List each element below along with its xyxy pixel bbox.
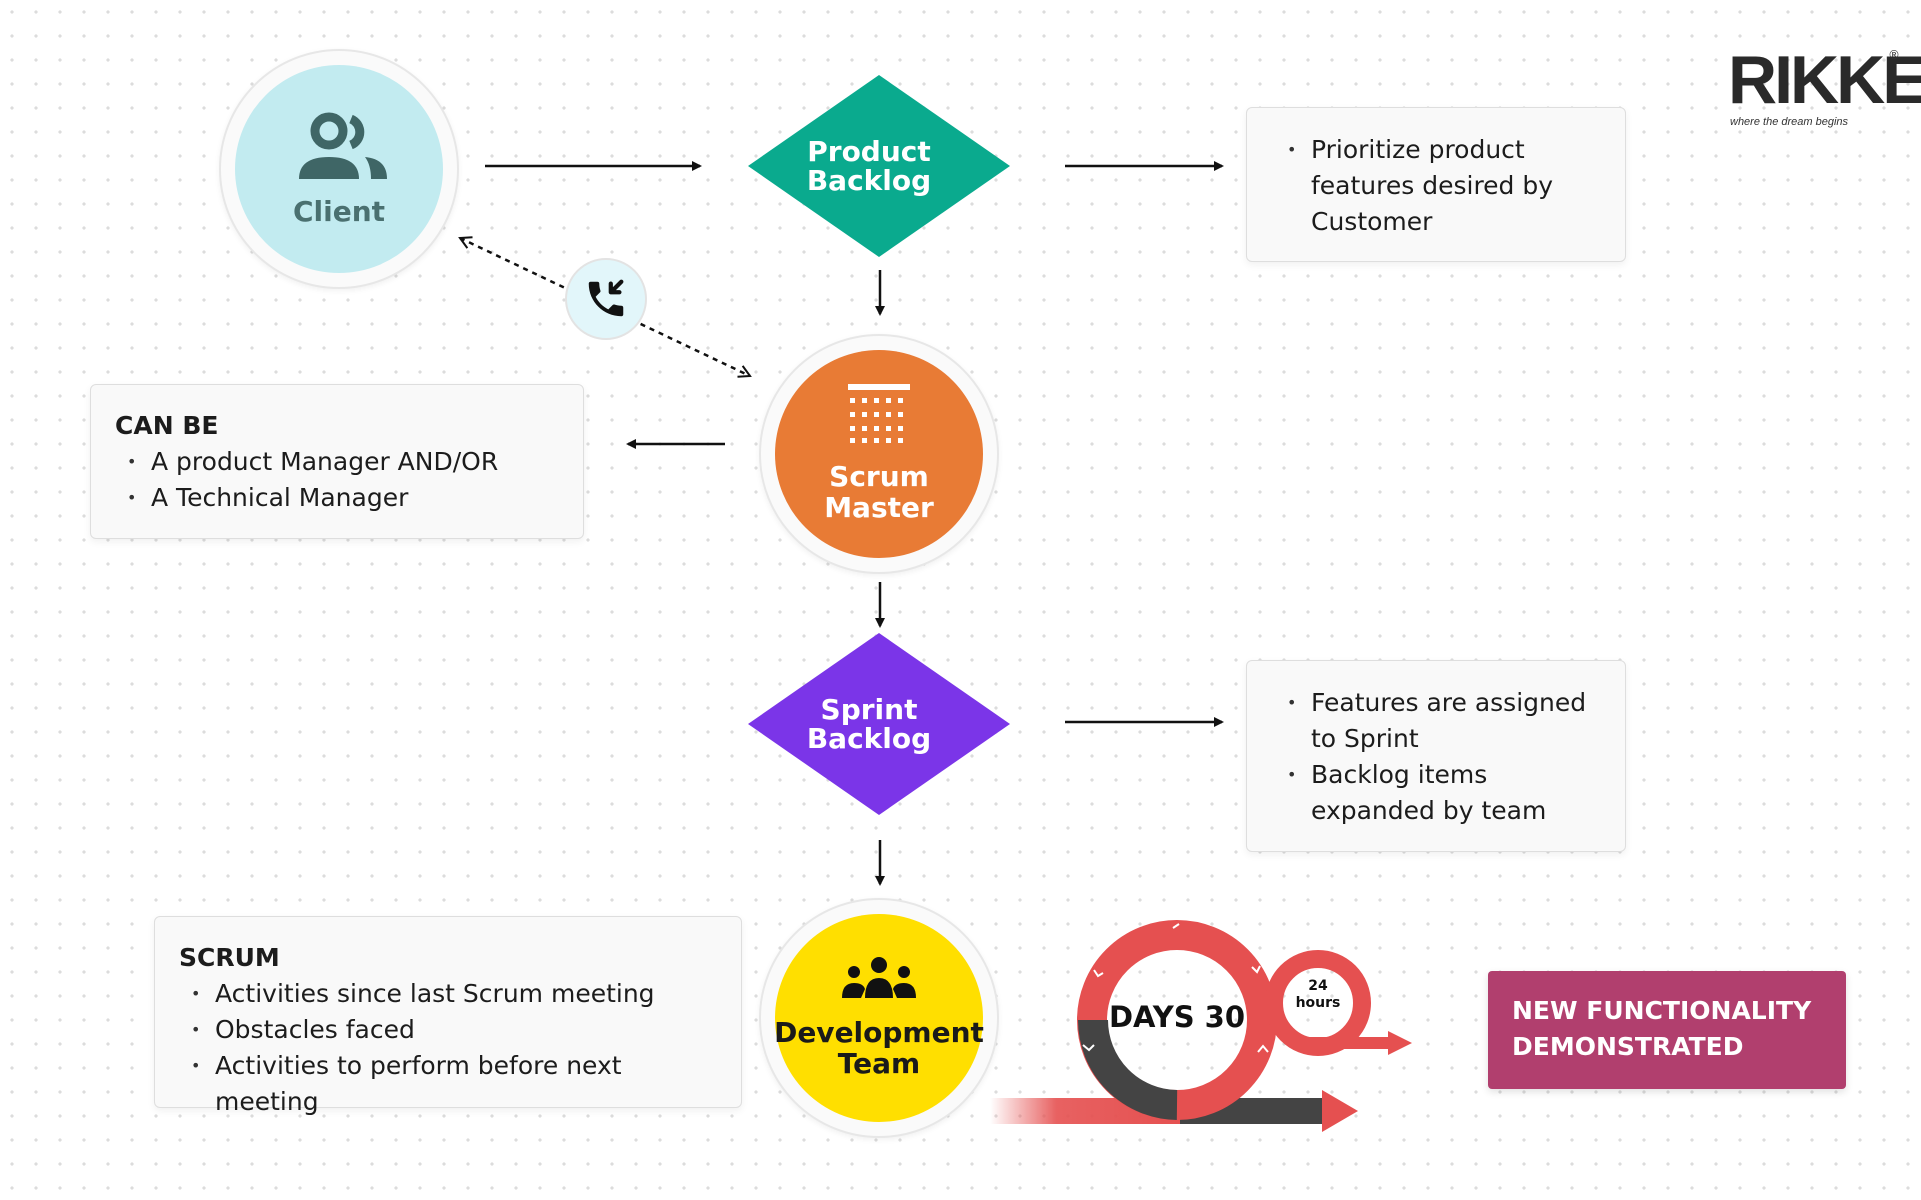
development-team-line1: Development bbox=[774, 1016, 984, 1050]
scrum-meeting-notes-card: SCRUM Activities since last Scrum meetin… bbox=[154, 916, 742, 1116]
users-icon bbox=[299, 112, 387, 179]
cycle-big-ring-dark-arc bbox=[1078, 1019, 1178, 1120]
sprint-backlog-label: Sprint Backlog bbox=[748, 633, 990, 815]
cycle-chevron-3 bbox=[1082, 1044, 1095, 1052]
scrum-meeting-note-item-1: Activities since last Scrum meeting bbox=[179, 976, 723, 1012]
phone-incoming-icon bbox=[588, 279, 624, 317]
cycle-hours-label: 24 hours bbox=[1278, 978, 1358, 1012]
product-backlog-line2: Backlog bbox=[806, 164, 932, 197]
cycle-chevron-1 bbox=[1093, 969, 1104, 978]
client-label: Client bbox=[292, 194, 386, 228]
scrum-master-note-item-2: A Technical Manager bbox=[115, 480, 565, 516]
scrum-master-line1: Scrum bbox=[829, 460, 929, 494]
scrum-master-notes-card: CAN BE A product Manager AND/OR A Techni… bbox=[90, 384, 584, 539]
development-team-node: Development Team bbox=[774, 914, 984, 1122]
logo-tagline: where the dream begins bbox=[1730, 116, 1849, 128]
scrum-meeting-note-item-3: Activities to perform before next meetin… bbox=[179, 1048, 723, 1120]
cycle-days-label: DAYS 30 bbox=[1108, 1000, 1246, 1034]
scrum-master-line2: Master bbox=[824, 491, 934, 524]
team-icon bbox=[842, 957, 916, 999]
cycle-hours-number: 24 bbox=[1308, 978, 1328, 994]
sprint-cycle-graphic bbox=[990, 920, 1412, 1132]
cycle-chevron-top bbox=[1172, 923, 1180, 929]
sprint-backlog-diamond bbox=[748, 633, 1010, 815]
client-node: Client bbox=[235, 65, 443, 273]
logo-name: RIKKEI bbox=[1728, 42, 1921, 118]
new-functionality-box: NEW FUNCTIONALITY DEMONSTRATED bbox=[1488, 971, 1846, 1089]
development-team-line2: Team bbox=[837, 1047, 921, 1080]
product-backlog-diamond bbox=[748, 75, 1010, 257]
product-backlog-line1: Product bbox=[807, 134, 931, 168]
cycle-chevron-4 bbox=[1257, 1044, 1269, 1053]
phone-call-bubble bbox=[565, 258, 647, 340]
sprint-backlog-line2: Backlog bbox=[806, 722, 932, 755]
scrum-master-notes-title: CAN BE bbox=[115, 411, 219, 440]
cycle-small-arrow-head bbox=[1388, 1031, 1412, 1055]
scrum-meeting-note-item-2: Obstacles faced bbox=[179, 1012, 723, 1048]
cycle-hours-unit: hours bbox=[1295, 995, 1341, 1011]
cycle-arrow-head bbox=[1322, 1090, 1358, 1132]
sprint-backlog-note-item-2: Backlog items expanded by team bbox=[1275, 757, 1611, 829]
product-backlog-notes-card: Prioritize product features desired by C… bbox=[1246, 107, 1626, 262]
product-backlog-note-item: Prioritize product features desired by C… bbox=[1275, 132, 1607, 240]
scrum-master-node: Scrum Master bbox=[775, 350, 983, 558]
cycle-chevron-2 bbox=[1251, 965, 1261, 974]
scrum-meeting-notes-title: SCRUM bbox=[179, 943, 280, 972]
logo: RIKKEI ® where the dream begins bbox=[1728, 42, 1921, 128]
sprint-backlog-note-item-1: Features are assigned to Sprint bbox=[1275, 685, 1611, 757]
new-functionality-line2: DEMONSTRATED bbox=[1512, 1032, 1744, 1061]
sprint-backlog-notes-card: Features are assigned to Sprint Backlog … bbox=[1246, 660, 1626, 852]
product-backlog-label: Product Backlog bbox=[748, 75, 990, 257]
sprint-backlog-line1: Sprint bbox=[820, 692, 918, 726]
calendar-grid-icon bbox=[848, 384, 910, 444]
scrum-master-note-item-1: A product Manager AND/OR bbox=[115, 444, 565, 480]
new-functionality-line1: NEW FUNCTIONALITY bbox=[1512, 996, 1812, 1025]
logo-registered-mark: ® bbox=[1888, 48, 1900, 62]
